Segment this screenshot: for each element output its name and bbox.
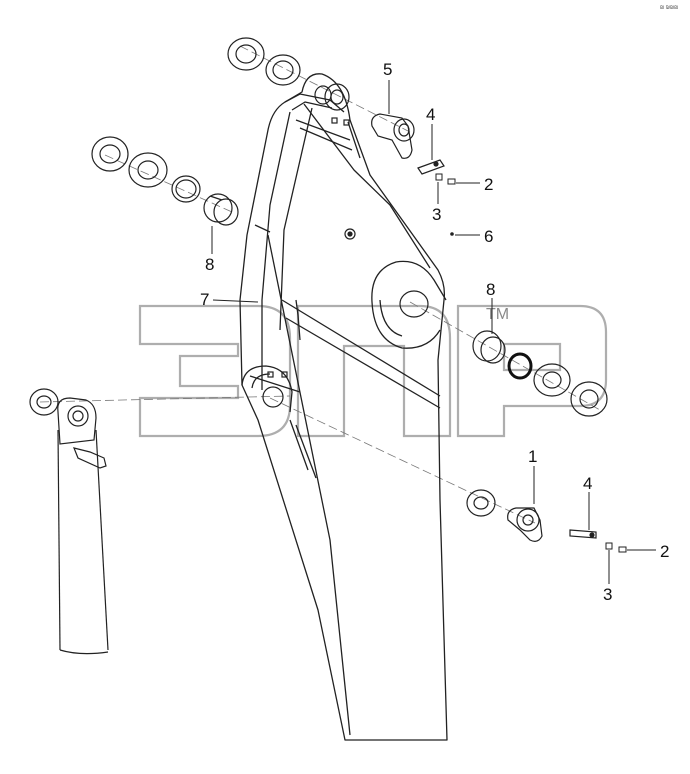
watermark-tm: TM (486, 306, 509, 323)
bolt-2-upper (447, 178, 456, 185)
boom-arm (239, 73, 448, 741)
callout-2-upper: 2 (484, 175, 493, 194)
callout-8-right: 8 (486, 280, 495, 299)
boom-holes (262, 83, 429, 408)
washers-top (227, 37, 301, 86)
leader-lines (211, 80, 656, 584)
grease-fitting-6 (450, 232, 454, 236)
callout-5: 5 (383, 60, 392, 79)
bolt-2-lower (618, 546, 627, 553)
callout-3-lower: 3 (603, 585, 612, 604)
bushing-8-right (472, 330, 506, 364)
callout-1: 1 (528, 447, 537, 466)
corner-mark: ₪ ₪₪₪ (660, 5, 678, 11)
callout-4-lower: 4 (583, 474, 592, 493)
washers-left (91, 136, 201, 203)
washers-right (533, 363, 608, 417)
bushing-8-left (203, 193, 239, 226)
washer-lower (466, 489, 496, 517)
callout-labels: 5 4 2 3 6 8 8 7 1 4 2 3 (200, 60, 669, 604)
lock-plate-4-lower (569, 529, 597, 539)
pin-5 (371, 113, 415, 159)
hydraulic-cylinder (29, 388, 109, 655)
callout-7: 7 (200, 290, 209, 309)
callout-3-upper: 3 (432, 205, 441, 224)
callout-4-upper: 4 (426, 105, 435, 124)
callout-2-lower: 2 (660, 542, 669, 561)
o-ring (507, 352, 533, 380)
watermark-logo (138, 304, 608, 438)
center-lines (39, 45, 601, 524)
callout-6: 6 (484, 227, 493, 246)
nut-3-lower (605, 542, 613, 550)
callout-8-left: 8 (205, 255, 214, 274)
pin-1 (507, 507, 543, 542)
lock-plate-4-upper (417, 159, 445, 175)
nut-3-upper (435, 173, 443, 181)
